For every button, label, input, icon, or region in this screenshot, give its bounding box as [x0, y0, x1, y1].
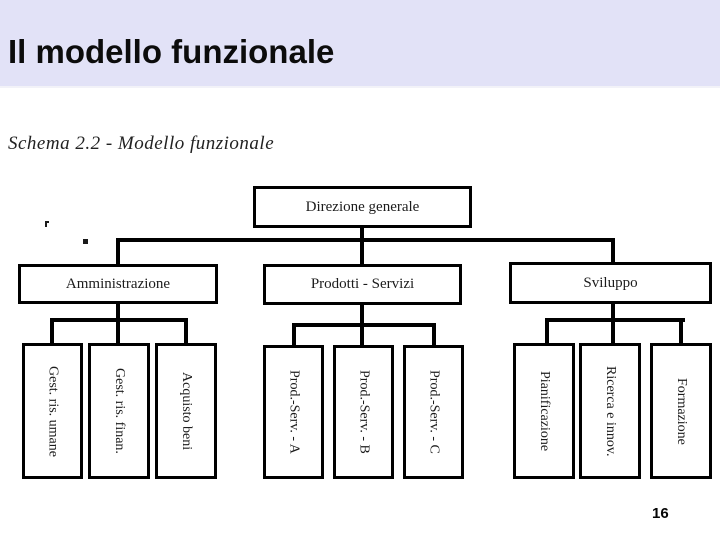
connector-line — [116, 318, 120, 343]
org-box-label: Amministrazione — [65, 275, 171, 292]
connector-line — [611, 318, 615, 343]
org-box-gest-ris-finan: Gest. ris. finan. — [88, 343, 150, 479]
connector-line — [116, 238, 120, 265]
org-box-formazione: Formazione — [650, 343, 712, 479]
stray-mark — [45, 221, 47, 227]
connector-line — [545, 318, 685, 322]
org-box-pianificazione: Pianificazione — [513, 343, 575, 479]
slide-header: Il modello funzionale — [0, 0, 720, 88]
connector-line — [432, 323, 436, 345]
connector-line — [50, 318, 54, 343]
connector-line — [116, 238, 615, 242]
org-box-label: Gest. ris. finan. — [112, 368, 127, 454]
connector-line — [611, 304, 615, 320]
org-box-label: Prod.-Serv. - B — [356, 370, 372, 454]
connector-line — [116, 304, 120, 322]
org-box-label: Formazione — [674, 377, 689, 445]
org-box-label: Acquisto beni — [179, 371, 194, 451]
page-number: 16 — [652, 505, 669, 522]
org-box-label: Sviluppo — [583, 274, 638, 291]
figure-caption: Schema 2.2 - Modello funzionale — [8, 133, 275, 154]
org-box-label: Pianificazione — [537, 370, 552, 452]
org-box-ricerca-e-innov: Ricerca e innov. — [579, 343, 641, 479]
connector-line — [611, 238, 615, 264]
connector-line — [360, 238, 364, 265]
org-box-prod-serv-a: Prod.-Serv. - A — [263, 345, 324, 479]
org-box-label: Prodotti - Servizi — [310, 276, 415, 292]
stray-mark — [83, 239, 88, 244]
connector-line — [292, 323, 436, 327]
org-box-amministrazione: Amministrazione — [18, 264, 218, 304]
connector-line — [679, 318, 683, 343]
org-box-acquisto-beni: Acquisto beni — [155, 343, 217, 479]
org-box-label: Prod.-Serv. - A — [286, 370, 302, 454]
connector-line — [360, 227, 364, 242]
org-box-direzione-generale: Direzione generale — [253, 186, 472, 228]
org-box-label: Direzione generale — [305, 198, 420, 215]
connector-line — [545, 318, 549, 343]
connector-line — [360, 305, 364, 325]
org-box-label: Gest. ris. umane — [45, 365, 61, 457]
org-box-prod-serv-c: Prod.-Serv. - C — [403, 345, 464, 479]
stray-mark — [45, 221, 49, 223]
org-box-label: Prod.-Serv. - C — [426, 370, 442, 454]
org-box-sviluppo: Sviluppo — [509, 262, 712, 304]
connector-line — [292, 323, 296, 345]
connector-line — [360, 323, 364, 345]
org-box-prod-serv-b: Prod.-Serv. - B — [333, 345, 394, 479]
slide-title: Il modello funzionale — [8, 33, 335, 70]
org-box-gest-ris-umane: Gest. ris. umane — [22, 343, 83, 479]
connector-line — [184, 318, 188, 343]
org-box-prodotti-servizi: Prodotti - Servizi — [263, 264, 462, 305]
org-box-label: Ricerca e innov. — [603, 365, 618, 457]
